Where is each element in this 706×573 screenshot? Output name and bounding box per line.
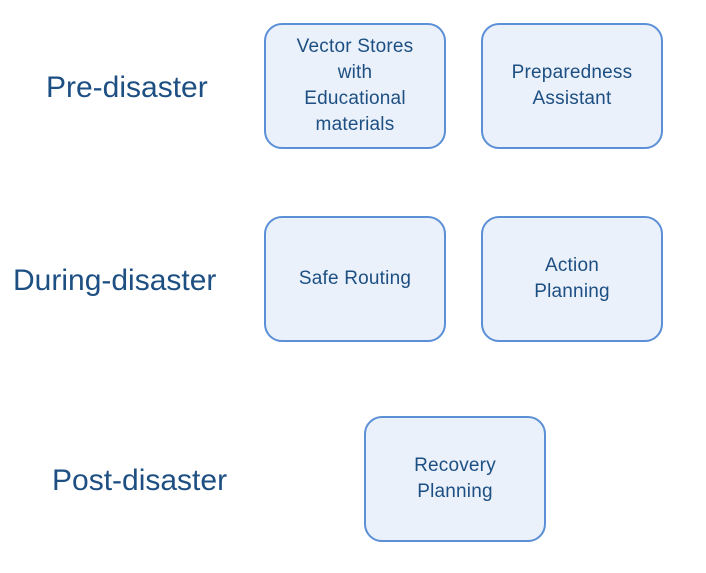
phase-label-during-disaster: During-disaster bbox=[13, 264, 217, 297]
box-recovery-planning: Recovery Planning bbox=[364, 416, 546, 542]
box-recovery-planning-text: Recovery Planning bbox=[414, 455, 496, 502]
phase-label-pre-disaster: Pre-disaster bbox=[46, 71, 208, 104]
box-safe-routing: Safe Routing bbox=[264, 216, 446, 342]
box-action-planning: Action Planning bbox=[481, 216, 663, 342]
box-vector-stores-text: Vector Stores with Educational materials bbox=[296, 36, 414, 135]
box-preparedness-assistant-text: Preparedness Assistant bbox=[511, 62, 633, 109]
phase-label-post-disaster: Post-disaster bbox=[52, 464, 228, 497]
box-action-planning-text: Action Planning bbox=[534, 255, 610, 302]
box-safe-routing-text: Safe Routing bbox=[298, 268, 412, 289]
box-vector-stores: Vector Stores with Educational materials bbox=[264, 23, 446, 149]
box-preparedness-assistant: Preparedness Assistant bbox=[481, 23, 663, 149]
